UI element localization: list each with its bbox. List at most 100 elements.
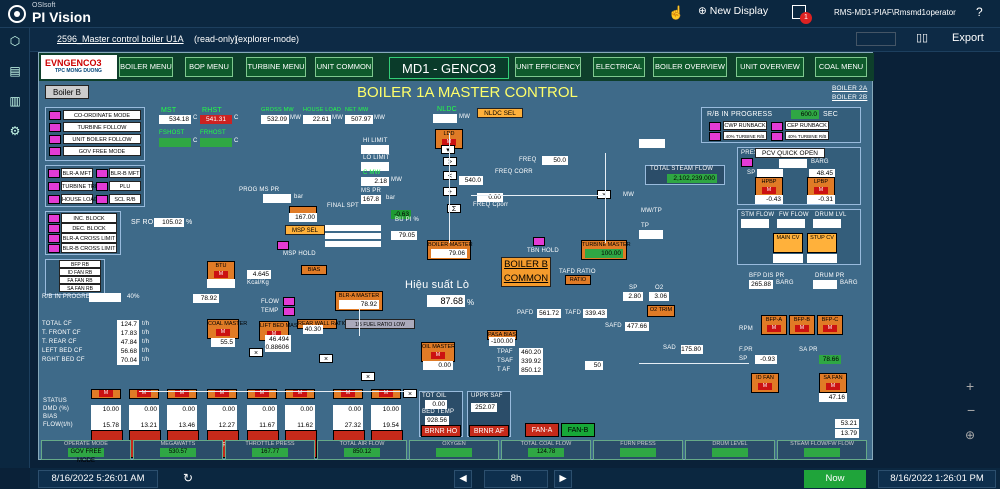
- main-cv-value: [773, 254, 803, 263]
- nav-unit-efficiency[interactable]: UNIT EFFICIENCY: [515, 57, 581, 77]
- zoom-out-icon[interactable]: −: [967, 402, 976, 418]
- export-button[interactable]: Export: [952, 32, 984, 44]
- prev-icon[interactable]: ◀: [454, 470, 472, 488]
- end-time[interactable]: 8/16/2022 1:26:01 PM: [878, 470, 996, 488]
- coordinate-mode[interactable]: CO-ORDINATE MODE: [63, 110, 141, 120]
- fdr-3-station[interactable]: M: [167, 389, 197, 399]
- boiler-efficiency-value: 87.68: [427, 295, 465, 307]
- dashboard-icon[interactable]: ▤: [9, 64, 21, 78]
- nav-boiler-overview[interactable]: BOILER OVERVIEW: [653, 57, 727, 77]
- blr-a-mft: BLR-A MFT: [61, 168, 93, 178]
- tafd-ratio-value: RATIO: [569, 277, 587, 283]
- boiler-master-value: 79.06: [431, 249, 467, 258]
- fit-icon[interactable]: ⊕: [965, 428, 976, 442]
- fdr-6-station[interactable]: M: [285, 389, 315, 399]
- nav-boiler-menu[interactable]: BOILER MENU: [119, 57, 173, 77]
- time-range[interactable]: 8h: [484, 470, 548, 488]
- house-load-label: HOUSE LOAD: [303, 107, 342, 113]
- tafd-ratio-block[interactable]: RATIO: [565, 275, 591, 285]
- msp-select-button[interactable]: MSP SEL: [285, 225, 325, 235]
- fdr-7-station[interactable]: M: [333, 389, 363, 399]
- boiler-2a-link[interactable]: BOILER 2A: [832, 85, 868, 92]
- temp-label: TEMP: [261, 308, 279, 314]
- lo-limit-value: [361, 162, 389, 171]
- main-cv-block[interactable]: MAIN CV: [773, 233, 803, 253]
- nav-bop-menu[interactable]: BOP MENU: [185, 57, 233, 77]
- display-name[interactable]: 2596_Master control boiler U1A: [57, 34, 184, 44]
- fdr-6-flow: 11.62: [285, 421, 315, 430]
- boiler-b-button[interactable]: Boiler B: [45, 85, 89, 99]
- summary-cell: OXYGEN: [409, 440, 499, 460]
- fa-fan-rb: FA FAN RB: [59, 276, 101, 284]
- zoom-in-icon[interactable]: +: [966, 378, 975, 394]
- nav-unit-overview[interactable]: UNIT OVERVIEW: [736, 57, 804, 77]
- refresh-icon[interactable]: ↻: [182, 471, 194, 485]
- bias-block[interactable]: BIAS: [301, 265, 327, 275]
- freq-value: 50.0: [542, 156, 568, 165]
- id-fan-mode: M: [758, 383, 772, 390]
- o2-trim-block[interactable]: O2 TRIM: [647, 305, 675, 317]
- boiler-b-common-link[interactable]: BOILER B COMMON: [501, 257, 551, 287]
- fdr-2-station[interactable]: M: [129, 389, 159, 399]
- rght-bed-cf-label: RGHT BED CF: [42, 357, 85, 363]
- events-icon[interactable]: ⚙: [9, 124, 21, 138]
- user-name[interactable]: RMS-MD1-PIAF\Rmsmd1operator: [834, 8, 956, 17]
- ms-pr-unit: bar: [386, 195, 396, 201]
- fan-b[interactable]: FAN-B: [561, 423, 595, 437]
- gov-free-mode[interactable]: GOV FREE MODE: [63, 146, 141, 156]
- nldc-select-button[interactable]: NLDC SEL: [477, 108, 523, 118]
- now-button[interactable]: Now: [804, 470, 866, 488]
- help-icon[interactable]: ?: [976, 5, 983, 19]
- start-time[interactable]: 8/16/2022 5:26:01 AM: [38, 470, 158, 488]
- turbine-follow[interactable]: TURBINE FOLLOW: [63, 122, 141, 132]
- book-icon[interactable]: ▯▯: [916, 32, 929, 44]
- fdr-4-station[interactable]: M: [207, 389, 237, 399]
- multiplier-block: ×: [319, 354, 333, 363]
- trend-icon[interactable]: [856, 32, 896, 46]
- hi-limit-value: [361, 145, 389, 154]
- brnr-af[interactable]: BRNR AF: [469, 425, 509, 437]
- library-icon[interactable]: ▥: [9, 94, 21, 108]
- cube-icon[interactable]: ⬡: [9, 34, 21, 48]
- summary-cell: FURN PRESS: [593, 440, 683, 460]
- fan-a[interactable]: FAN-A: [525, 423, 559, 437]
- touch-icon[interactable]: ☝: [668, 5, 685, 20]
- tp-label: TP: [641, 223, 650, 229]
- stup-cv-block[interactable]: STUP CV: [807, 233, 837, 253]
- next-icon[interactable]: ▶: [554, 470, 572, 488]
- new-display-button[interactable]: ⊕ New Display: [698, 5, 768, 17]
- brnr-ho[interactable]: BRNR HO: [421, 425, 461, 437]
- bed-temp-label: BED TEMP: [422, 409, 455, 415]
- fdr-8-station[interactable]: M: [371, 389, 401, 399]
- summary-label: THROTTLE PRESS: [245, 441, 295, 447]
- plus-icon: ⊕: [698, 5, 707, 17]
- nav-coal-menu[interactable]: COAL MENU: [815, 57, 867, 77]
- fdr-5-station[interactable]: M: [247, 389, 277, 399]
- nav-turbine-menu[interactable]: TURBINE MENU: [246, 57, 306, 77]
- oil-master-value: 0.00: [423, 361, 453, 370]
- pcv-quick-open[interactable]: PCV QUICK OPEN: [755, 148, 825, 158]
- nav-unit-common[interactable]: UNIT COMMON: [315, 57, 373, 77]
- safd-label: SAFD: [605, 323, 622, 329]
- summary-label: OXYGEN: [442, 441, 466, 447]
- nav-electrical[interactable]: ELECTRICAL: [593, 57, 645, 77]
- boiler-2b-link[interactable]: BOILER 2B: [832, 94, 868, 101]
- explorer-mode-label: (explorer-mode): [235, 34, 300, 44]
- fdr-1-station[interactable]: M: [91, 389, 121, 399]
- bfp-b-label: BFP-B: [793, 317, 811, 323]
- lift-bed-value: 46.494: [265, 335, 291, 344]
- bfp-c-label: BFP-C: [821, 317, 839, 323]
- unit-boiler-follow[interactable]: UNIT BOILER FOLLOW: [63, 134, 141, 144]
